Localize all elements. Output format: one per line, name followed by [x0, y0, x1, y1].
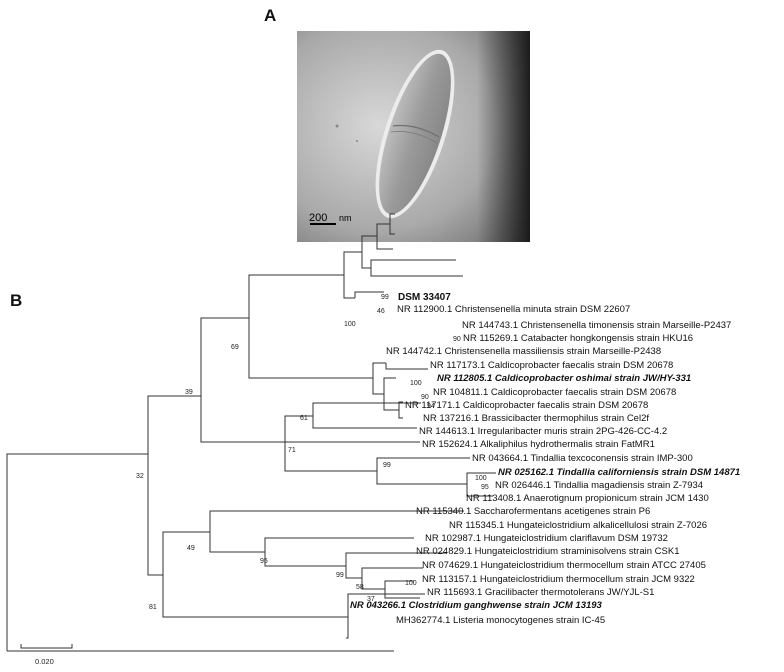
scale-bar-unit: nm [339, 213, 352, 223]
taxon-minuta: NR 112900.1 Christensenella minuta strai… [397, 304, 630, 315]
taxon-hung-3: NR 024829.1 Hungateiclostridium stramini… [416, 546, 679, 557]
bootstrap-value: 90 [421, 394, 429, 401]
taxon-gracilibacter: NR 115693.1 Gracilibacter thermotolerans… [427, 587, 654, 598]
scale-bar-value: 200 [309, 212, 327, 224]
bootstrap-value: 39 [185, 389, 193, 396]
bootstrap-value: 94 [427, 403, 435, 410]
taxon-hung-4: NR 074629.1 Hungateiclostridium thermoce… [422, 560, 706, 571]
taxon-timonensis: NR 144743.1 Christensenella timonensis s… [462, 320, 731, 331]
bootstrap-value: 99 [336, 572, 344, 579]
bootstrap-value: 100 [475, 475, 487, 482]
taxon-hung-5: NR 113157.1 Hungateiclostridium thermoce… [422, 574, 695, 585]
bootstrap-value: 32 [136, 473, 144, 480]
taxon-irregularibacter: NR 144613.1 Irregularibacter muris strai… [419, 426, 667, 437]
taxon-massiliensis: NR 144742.1 Christensenella massiliensis… [386, 346, 661, 357]
taxon-labels: DSM 33407 NR 112900.1 Christensenella mi… [350, 292, 740, 626]
distance-scale: 0.020 [20, 644, 73, 666]
bootstrap-value: 69 [231, 344, 239, 351]
taxon-hung-1: NR 115345.1 Hungateiclostridium alkalice… [449, 520, 707, 531]
bootstrap-value: 100 [405, 580, 417, 587]
distance-scale-label: 0.020 [35, 657, 54, 666]
taxon-caldi-2: NR 104811.1 Caldicoprobacter faecalis st… [433, 387, 676, 398]
bootstrap-value: 58 [356, 584, 364, 591]
taxon-tindallia-1: NR 043664.1 Tindallia texcoconensis stra… [472, 453, 693, 464]
bootstrap-value: 46 [377, 308, 385, 315]
panel-b-label: B [10, 291, 23, 310]
bootstrap-value: 71 [288, 447, 296, 454]
bootstrap-value: 100 [344, 321, 356, 328]
taxon-caldi-1: NR 117173.1 Caldicoprobacter faecalis st… [430, 360, 673, 371]
taxon-brassicibacter: NR 137216.1 Brassicibacter thermophilus … [423, 413, 649, 424]
bootstrap-value: 95 [260, 558, 268, 565]
bootstrap-value: 95 [481, 484, 489, 491]
taxon-dsm: DSM 33407 [398, 292, 451, 303]
bootstrap-value: 90 [453, 336, 461, 343]
bootstrap-value: 81 [149, 604, 157, 611]
taxon-tindallia-2: NR 025162.1 Tindallia californiensis str… [498, 467, 740, 478]
bootstrap-value: 61 [300, 415, 308, 422]
taxon-tindallia-3: NR 026446.1 Tindallia magadiensis strain… [495, 480, 703, 491]
taxon-oshimai: NR 112805.1 Caldicoprobacter oshimai str… [437, 373, 691, 384]
taxon-catabacter: NR 115269.1 Catabacter hongkongensis str… [463, 333, 693, 344]
electron-micrograph: 200 nm [297, 31, 530, 242]
distance-scale-bar [20, 644, 73, 649]
taxon-anaerotignum: NR 113408.1 Anaerotignum propionicum str… [466, 493, 709, 504]
panel-a-label: A [264, 6, 277, 25]
bootstrap-value: 49 [187, 545, 195, 552]
bootstrap-value: 100 [410, 380, 422, 387]
taxon-caldi-3: NR 117171.1 Caldicoprobacter faecalis st… [405, 400, 648, 411]
taxon-alkaliphilus: NR 152624.1 Alkaliphilus hydrothermalis … [422, 439, 655, 450]
bootstrap-labels: 99 46 100 90 69 100 90 94 39 61 71 99 10… [136, 294, 489, 611]
bootstrap-value: 37 [367, 596, 375, 603]
taxon-listeria: MH362774.1 Listeria monocytogenes strain… [396, 615, 605, 626]
taxon-hung-2: NR 102987.1 Hungateiclostridium clarifla… [425, 533, 668, 544]
taxon-clostridium: NR 043266.1 Clostridium ganghwense strai… [350, 600, 603, 611]
bootstrap-value: 99 [381, 294, 389, 301]
bootstrap-value: 99 [383, 462, 391, 469]
tree-branches [6, 213, 496, 652]
taxon-saccharofermentans: NR 115340.1 Saccharofermentans acetigene… [416, 506, 650, 517]
